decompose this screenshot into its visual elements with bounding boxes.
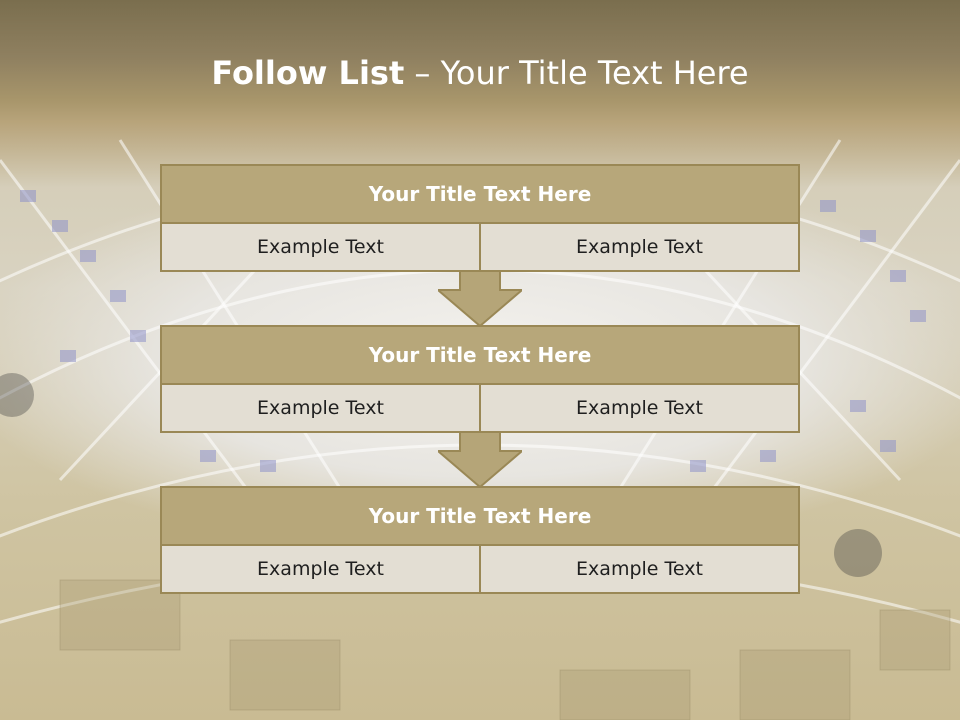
step-cell-right: Example Text [479, 385, 798, 431]
step-title: Your Title Text Here [162, 327, 798, 385]
step-row: Example Text Example Text [162, 546, 798, 592]
step-title: Your Title Text Here [162, 166, 798, 224]
slide-title-rest: – Your Title Text Here [414, 54, 749, 92]
step-row: Example Text Example Text [162, 385, 798, 431]
down-arrow-icon [438, 431, 522, 487]
step-row: Example Text Example Text [162, 224, 798, 270]
step-cell-left: Example Text [162, 224, 479, 270]
down-arrow-icon [438, 270, 522, 326]
slide-title: Follow List – Your Title Text Here [0, 54, 960, 92]
step-cell-left: Example Text [162, 385, 479, 431]
step-cell-left: Example Text [162, 546, 479, 592]
step-block-2: Your Title Text Here Example Text Exampl… [160, 325, 800, 433]
slide-title-bold: Follow List [211, 54, 405, 92]
step-cell-right: Example Text [479, 546, 798, 592]
step-block-1: Your Title Text Here Example Text Exampl… [160, 164, 800, 272]
step-cell-right: Example Text [479, 224, 798, 270]
step-block-3: Your Title Text Here Example Text Exampl… [160, 486, 800, 594]
step-title: Your Title Text Here [162, 488, 798, 546]
